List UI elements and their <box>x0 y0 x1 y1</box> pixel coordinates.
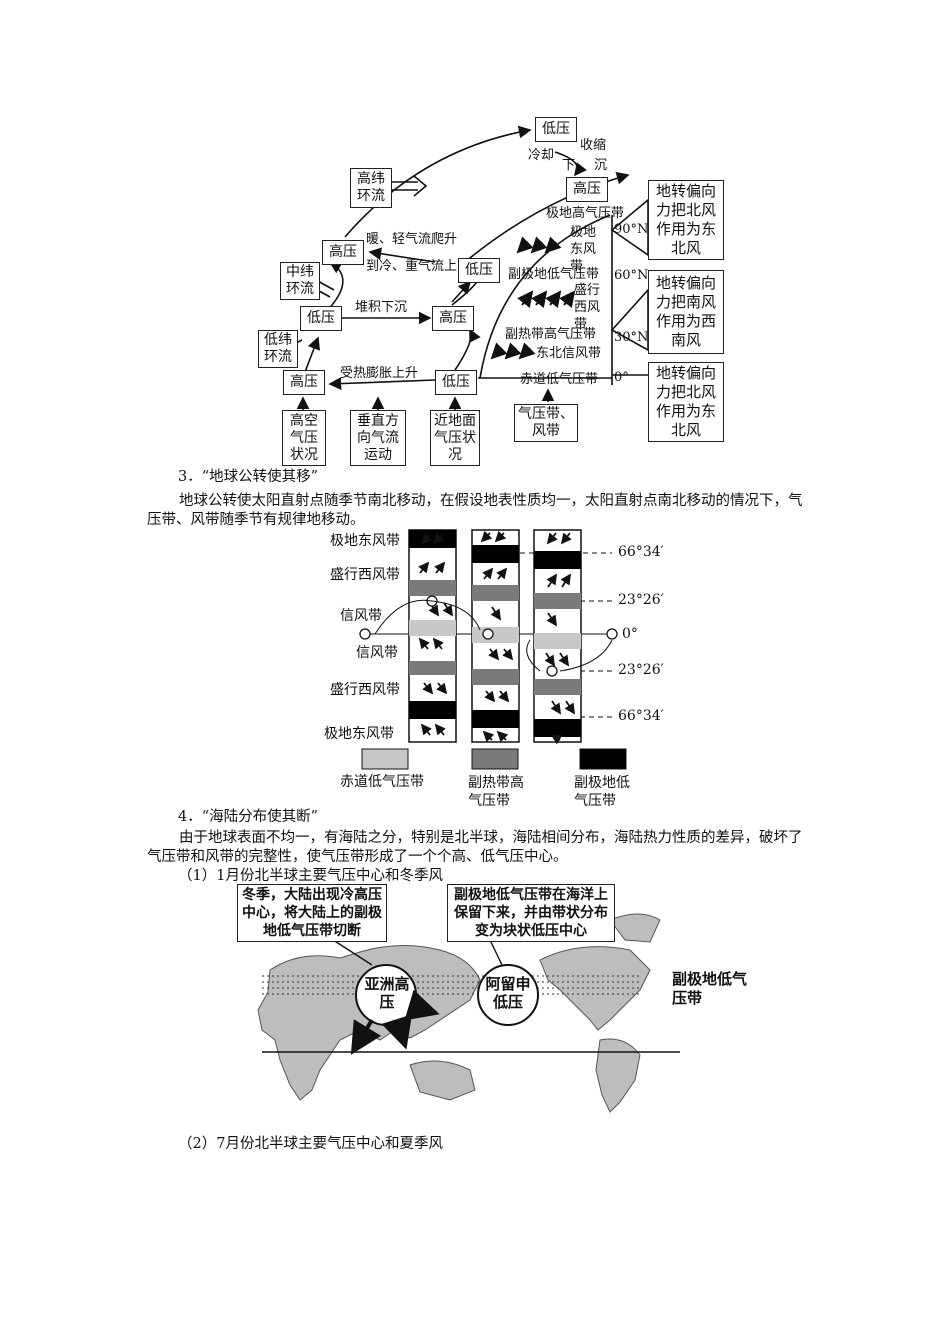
aleutian-low-label: 阿留申低压 <box>485 975 531 1011</box>
lat-23-n: 23°26′ <box>618 592 664 608</box>
low-right-mid-box: 低压 <box>458 258 500 283</box>
label-pile-sink: 堆积下沉 <box>355 300 408 315</box>
belt-label-trade-n: 信风带 <box>340 608 382 624</box>
high-lat-circulation-box: 高纬环流 <box>350 168 392 208</box>
section3-heading: 3．“地球公转使其移” <box>178 469 319 485</box>
lat-0: 0° <box>614 370 629 385</box>
map-note-left: 冬季，大陆出现冷高压中心，将大陆上的副极地低气压带切断 <box>237 884 387 942</box>
label-polar-east: 极地东风带 <box>570 225 597 274</box>
belt-label-trade-s: 信风带 <box>356 645 398 661</box>
top-high-box: 高压 <box>566 177 608 202</box>
legend-eq-low: 赤道低气压带 <box>340 774 424 790</box>
label-cool: 冷却 <box>528 148 555 163</box>
lat-23-s: 23°26′ <box>618 662 664 678</box>
world-map <box>257 913 680 1113</box>
section4-sub1: （1）1月份北半球主要气压中心和冬季风 <box>178 868 443 884</box>
lat-60: 60°N <box>614 268 649 283</box>
label-cold-rise: 到冷、重气流上 <box>366 259 458 274</box>
high-right-lower-box: 高压 <box>432 306 474 331</box>
map-note-right: 副极地低气压带在海洋上保留下来，并由带状分布变为块状低压中心 <box>447 884 615 942</box>
label-sink: 沉 <box>594 158 608 173</box>
low-bottom-right-box: 低压 <box>435 370 477 395</box>
belts-box: 气压带、风带 <box>514 404 578 442</box>
high-bottom-left-box: 高压 <box>283 370 325 395</box>
belt-label-polar-east-n: 极地东风带 <box>330 533 400 549</box>
legend-subtrop-high: 副热带高气压带 <box>468 775 524 809</box>
belt-label-westerly-s: 盛行西风带 <box>330 682 400 698</box>
label-heat-rise: 受热膨胀上升 <box>340 366 419 381</box>
mid-lat-circulation-box: 中纬环流 <box>280 262 320 300</box>
belt-label-westerly-n: 盛行西风带 <box>330 567 400 583</box>
label-warm-rise: 暖、轻气流爬升 <box>366 232 458 247</box>
vertical-flow-box: 垂直方向气流运动 <box>350 410 406 466</box>
lat-0-eq: 0° <box>622 626 638 642</box>
high-mid-box: 高压 <box>322 240 364 265</box>
low-left-lower-box: 低压 <box>300 306 342 331</box>
coriolis-note-3: 地转偏向力把北风作用为东北风 <box>648 362 724 442</box>
belt-label-polar-east-s: 极地东风带 <box>324 726 394 742</box>
belt-shift-graphic <box>359 529 627 770</box>
lat-90: 90°N <box>614 222 649 237</box>
label-ne-trade: 东北信风带 <box>536 346 602 361</box>
coriolis-note-2: 地转偏向力把南风作用为西南风 <box>648 270 724 354</box>
label-westerly: 盛行西风带 <box>574 283 601 332</box>
label-shrink: 收缩 <box>580 138 607 153</box>
legend-subpolar-low: 副极地低气压带 <box>574 775 630 809</box>
near-surface-box: 近地面气压状况 <box>430 410 480 466</box>
lat-66-n: 66°34′ <box>618 544 664 560</box>
section4-sub2: （2）7月份北半球主要气压中心和夏季风 <box>178 1136 443 1152</box>
section4-body: 由于地球表面不均一，有海陆之分，特别是北半球，海陆相间分布，海陆热力性质的差异，… <box>147 830 803 865</box>
lat-66-s: 66°34′ <box>618 708 664 724</box>
coriolis-note-1: 地转偏向力把北风作用为东北风 <box>648 180 724 260</box>
section3-body: 地球公转使太阳直射点随季节南北移动，在假设地表性质均一，太阳直射点南北移动的情况… <box>147 493 803 528</box>
subpolar-low-label: 副极地低气压带 <box>672 970 748 1007</box>
section4-heading: 4．“海陆分布使其断” <box>178 809 319 825</box>
label-eq-low: 赤道低气压带 <box>520 372 599 387</box>
label-subpolar-low: 副极地低气压带 <box>508 267 600 282</box>
circulation-lines <box>291 125 649 410</box>
label-polar-high: 极地高气压带 <box>546 206 625 221</box>
upper-air-box: 高空气压状况 <box>282 410 326 466</box>
label-down: 下 <box>562 158 576 173</box>
low-lat-circulation-box: 低纬环流 <box>258 330 298 368</box>
lat-30: 30°N <box>614 330 649 345</box>
asia-high-label: 亚洲高压 <box>364 975 410 1011</box>
label-subtrop-high: 副热带高气压带 <box>505 327 597 342</box>
top-low-box: 低压 <box>535 117 577 142</box>
